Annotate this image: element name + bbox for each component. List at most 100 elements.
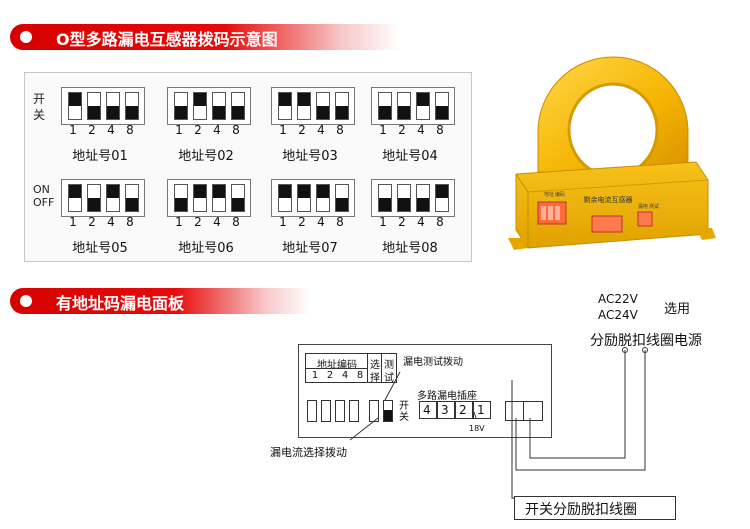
dip-position-number: 4 — [417, 215, 425, 229]
power-voltage-24: AC24V — [598, 308, 638, 322]
dip-toggle — [68, 184, 82, 212]
dip-position-number: 1 — [175, 123, 183, 137]
leader-test-toggle — [384, 371, 401, 401]
dip-toggle — [106, 184, 120, 212]
relay-right — [523, 401, 543, 421]
address-label: 地址号01 — [72, 149, 128, 164]
dip-position-number: 1 — [69, 123, 77, 137]
dip-position-number: 1 — [379, 123, 387, 137]
row-label-on-cn: 开 — [33, 92, 46, 106]
dip-toggle — [193, 92, 207, 120]
dip-toggle — [231, 184, 245, 212]
dip-toggle — [435, 184, 449, 212]
dip-switch-7 — [271, 179, 355, 217]
dip-toggle — [106, 92, 120, 120]
row-label-off-en: OFF — [33, 196, 55, 209]
dip-position-number: 2 — [298, 215, 306, 229]
test-switch[interactable] — [383, 400, 393, 422]
address-pos-1: 1 — [311, 370, 319, 381]
panel-dip-2[interactable] — [321, 400, 331, 422]
dip-toggle — [125, 92, 139, 120]
sensor-name-label: 剩余电流互感器 — [584, 195, 633, 204]
switch-label-off: 关 — [399, 412, 409, 423]
dip-toggle — [416, 92, 430, 120]
wire-power-1 — [529, 350, 626, 459]
power-select-label: 选用 — [664, 302, 691, 317]
row-label-on-en: ON — [33, 183, 50, 196]
dip-position-number: 4 — [213, 123, 221, 137]
section-header-dip: O型多路漏电互感器拨码示意图 — [10, 24, 400, 50]
socket-pin-4: 4 — [419, 401, 437, 419]
panel-dip-4[interactable] — [335, 400, 345, 422]
leader-current-select — [349, 417, 379, 441]
coil-caption: 开关分励脱扣线圈 — [525, 502, 637, 518]
dip-position-number: 1 — [279, 215, 287, 229]
dip-switch-2 — [167, 87, 251, 125]
test-label-1: 测 — [384, 360, 394, 371]
dip-position-number: 1 — [175, 215, 183, 229]
dip-position-number: 2 — [298, 123, 306, 137]
address-label: 地址号08 — [382, 241, 438, 256]
power-caption: 分励脱扣线圈电源 — [590, 333, 702, 349]
row-label-en: ON OFF — [33, 183, 54, 209]
dip-toggle — [316, 92, 330, 120]
dip-position-number: 1 — [69, 215, 77, 229]
test-label-2: 试 — [384, 373, 394, 384]
dip-position-number: 1 — [379, 215, 387, 229]
dip-toggle — [212, 184, 226, 212]
address-code-label: 地址编码 — [317, 360, 357, 371]
dip-toggle — [174, 184, 188, 212]
dip-switch-1 — [61, 87, 145, 125]
dip-toggle — [335, 92, 349, 120]
residual-current-transformer-image: 剩余电流互感器 地址 编码 漏电 测试 — [508, 56, 716, 250]
dip-position-number: 2 — [398, 123, 406, 137]
dip-toggle — [378, 184, 392, 212]
dip-toggle — [397, 184, 411, 212]
bullet-dot-icon — [20, 31, 32, 43]
dip-toggle — [278, 184, 292, 212]
dip-position-number: 1 — [279, 123, 287, 137]
wire-power-2 — [515, 350, 646, 471]
address-pos-4: 4 — [341, 370, 349, 381]
sensor-tiny-label-code: 编码 — [555, 191, 565, 198]
switch-label-on: 开 — [399, 401, 409, 412]
section-title-dip: O型多路漏电互感器拨码示意图 — [56, 30, 278, 49]
dip-position-number: 4 — [317, 215, 325, 229]
panel-dip-8[interactable] — [349, 400, 359, 422]
dip-position-number: 8 — [126, 123, 134, 137]
coil-caption-box: 开关分励脱扣线圈 — [514, 496, 676, 520]
row-label-off-cn: 关 — [33, 108, 46, 122]
dip-toggle — [278, 92, 292, 120]
dip-toggle — [68, 92, 82, 120]
sensor-tiny-label-test: 测试 — [649, 203, 659, 210]
socket-label: 多路漏电插座 — [417, 391, 477, 402]
dip-position-number: 2 — [88, 123, 96, 137]
panel-dip-1[interactable] — [307, 400, 317, 422]
sensor-tiny-label-leak: 漏电 — [638, 203, 648, 210]
dip-toggle — [316, 184, 330, 212]
test-toggle-annotation: 漏电测试拨动 — [403, 357, 463, 368]
dip-toggle — [416, 184, 430, 212]
voltage-tag: 18V — [469, 424, 485, 433]
address-code-positions: 1 2 4 8 — [306, 368, 368, 383]
current-select-annotation: 漏电流选择拨动 — [270, 446, 347, 459]
dip-switch-6 — [167, 179, 251, 217]
leakage-panel-diagram: 地址编码 1 2 4 8 选 择 测 试 开 关 漏电测试拨动 多路漏电插座 4… — [298, 344, 552, 438]
test-label-box: 测 试 — [381, 353, 397, 384]
row-label-cn: 开 关 — [33, 91, 45, 123]
section-title-panel: 有地址码漏电面板 — [56, 294, 185, 313]
dip-position-number: 4 — [107, 215, 115, 229]
dip-toggle — [212, 92, 226, 120]
dip-position-number: 8 — [436, 123, 444, 137]
address-label: 地址号03 — [282, 149, 338, 164]
leader-18v — [473, 411, 477, 419]
bullet-dot-icon — [20, 295, 32, 307]
dip-position-number: 8 — [436, 215, 444, 229]
dip-position-number: 2 — [194, 215, 202, 229]
select-label-2: 择 — [370, 373, 380, 384]
address-label: 地址号02 — [178, 149, 234, 164]
dip-position-number: 8 — [232, 123, 240, 137]
dip-toggle — [87, 184, 101, 212]
